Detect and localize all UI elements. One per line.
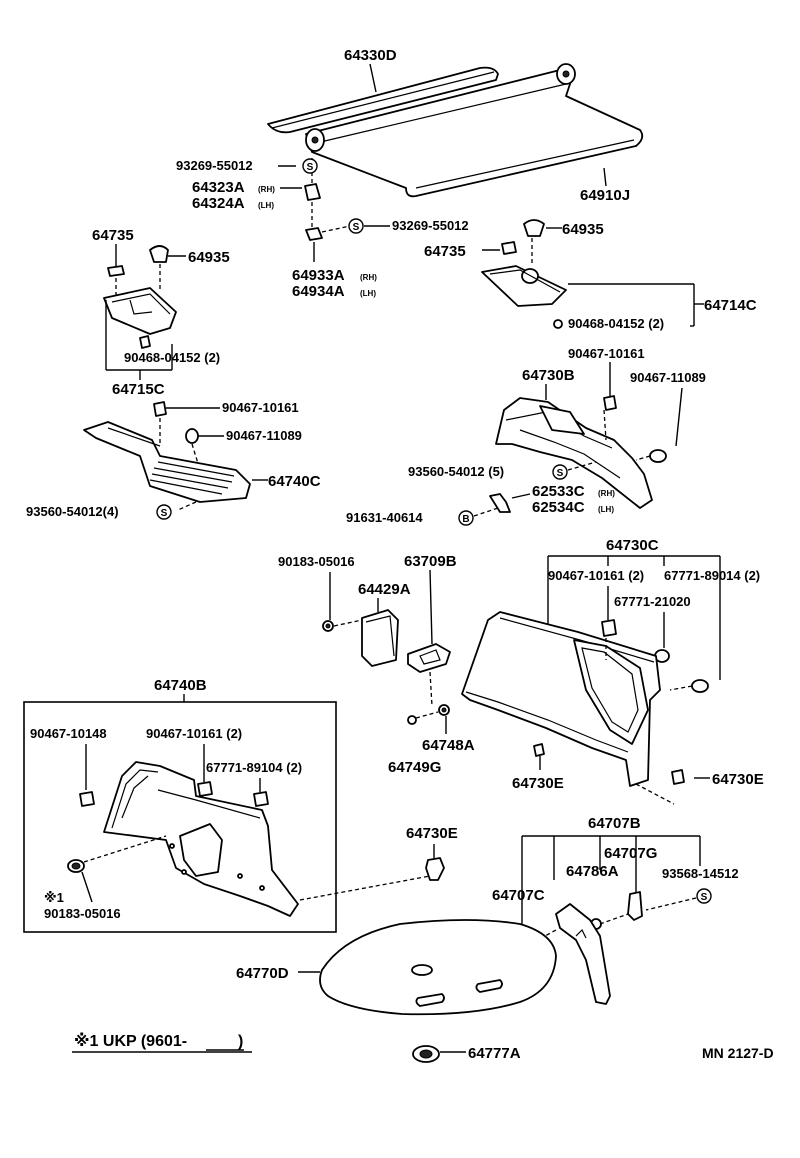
- clip-64730e-drawing: [425, 857, 445, 881]
- label-93560-54012-right: 93560-54012 (5): [408, 464, 504, 479]
- svg-text:(LH): (LH): [598, 505, 614, 514]
- label-64730C: 64730C: [606, 537, 659, 554]
- symbol-s-circle: [348, 218, 364, 234]
- label-90467-10161-2: 90467-10161 (2): [548, 568, 644, 583]
- label-90467-10161-left: 90467-10161: [222, 400, 299, 415]
- label-90183-05016-bot: 90183-05016: [44, 906, 121, 921]
- cap-drawing: [149, 245, 169, 263]
- svg-text:(RH): (RH): [598, 489, 615, 498]
- label-64735-left: 64735: [92, 227, 134, 244]
- screw-drawing: [627, 891, 643, 921]
- label-64740C: 64740C: [268, 473, 321, 490]
- hook-drawing: [489, 493, 511, 513]
- roller-bracket-drawing: [304, 183, 323, 241]
- label-93269-55012-a: 93269-55012: [176, 158, 253, 173]
- tonneau-cover-drawing: [267, 63, 644, 198]
- label-64749G: 64749G: [388, 759, 441, 776]
- label-64714C: 64714C: [704, 297, 757, 314]
- label-90468-04152-right: 90468-04152 (2): [568, 316, 664, 331]
- svg-text:S: S: [307, 162, 314, 173]
- svg-text:(RH): (RH): [360, 273, 377, 282]
- label-64730E-right: 64730E: [712, 771, 764, 788]
- bracket-64715c-drawing: [103, 287, 177, 335]
- label-63709B: 63709B: [404, 553, 457, 570]
- trim-64730b-drawing: [495, 397, 653, 509]
- label-64934A: 64934A: [292, 283, 345, 300]
- svg-text:(RH): (RH): [258, 185, 275, 194]
- cap-drawing: [523, 219, 545, 237]
- svg-text:S: S: [353, 222, 360, 233]
- label-64730B: 64730B: [522, 367, 575, 384]
- label-91631-40614: 91631-40614: [346, 510, 423, 525]
- svg-text:): ): [238, 1033, 243, 1050]
- label-64730E-low: 64730E: [406, 825, 458, 842]
- label-62533C: 62533C: [532, 483, 585, 500]
- label-90467-10161-top: 90467-10161: [568, 346, 645, 361]
- symbol-s-circle: [302, 158, 318, 174]
- label-64770D: 64770D: [236, 965, 289, 982]
- footnote-ukp: ※1 UKP (9601-: [74, 1032, 187, 1050]
- inset-box-ukp: [23, 701, 337, 933]
- label-64323A: 64323A: [192, 179, 245, 196]
- label-90467-10161-2b: 90467-10161 (2): [146, 726, 242, 741]
- svg-text:(LH): (LH): [360, 289, 376, 298]
- clip-drawing: [107, 265, 125, 277]
- mat-64770d-drawing: [319, 919, 557, 1016]
- label-67771-21020: 67771-21020: [614, 594, 691, 609]
- label-64748A: 64748A: [422, 737, 475, 754]
- svg-text:B: B: [462, 514, 469, 525]
- label-64330D: 64330D: [344, 47, 397, 64]
- label-64777A: 64777A: [468, 1045, 521, 1062]
- plate-63709b-drawing: [407, 643, 451, 673]
- label-67771-89104: 67771-89104 (2): [206, 760, 302, 775]
- label-64935-left: 64935: [188, 249, 230, 266]
- svg-text:S: S: [701, 892, 708, 903]
- label-64786A: 64786A: [566, 863, 619, 880]
- label-93560-54012-left: 93560-54012(4): [26, 504, 119, 519]
- svg-text:S: S: [161, 508, 168, 519]
- label-64740B: 64740B: [154, 677, 207, 694]
- label-67771-89014: 67771-89014 (2): [664, 568, 760, 583]
- label-ast1: ※1: [44, 890, 64, 905]
- label-90467-11089-left: 90467-11089: [226, 428, 302, 443]
- label-90467-11089-right: 90467-11089: [630, 370, 706, 385]
- label-64324A: 64324A: [192, 195, 245, 212]
- label-93269-55012-b: 93269-55012: [392, 218, 469, 233]
- label-90183-05016-top: 90183-05016: [278, 554, 355, 569]
- label-90467-10148: 90467-10148: [30, 726, 107, 741]
- label-64933A: 64933A: [292, 267, 345, 284]
- label-64910J: 64910J: [580, 187, 630, 204]
- label-64707B: 64707B: [588, 815, 641, 832]
- svg-text:(LH): (LH): [258, 201, 274, 210]
- label-64730E-mid: 64730E: [512, 775, 564, 792]
- label-64735-right: 64735: [424, 243, 466, 260]
- label-64429A: 64429A: [358, 581, 411, 598]
- diagram-code: MN 2127-D: [702, 1045, 774, 1061]
- label-64707C: 64707C: [492, 887, 545, 904]
- label-93568-14512: 93568-14512: [662, 866, 739, 881]
- bracket-64714c-drawing: [481, 265, 567, 307]
- svg-text:S: S: [557, 468, 564, 479]
- label-64715C: 64715C: [112, 381, 165, 398]
- label-90468-04152-left: 90468-04152 (2): [124, 350, 220, 365]
- label-62534C: 62534C: [532, 499, 585, 516]
- label-64935-right: 64935: [562, 221, 604, 238]
- cover-64707c-drawing: [555, 903, 611, 1005]
- trim-64740c-drawing: [83, 421, 251, 503]
- label-64707G: 64707G: [604, 845, 657, 862]
- box-64429a-drawing: [361, 609, 399, 667]
